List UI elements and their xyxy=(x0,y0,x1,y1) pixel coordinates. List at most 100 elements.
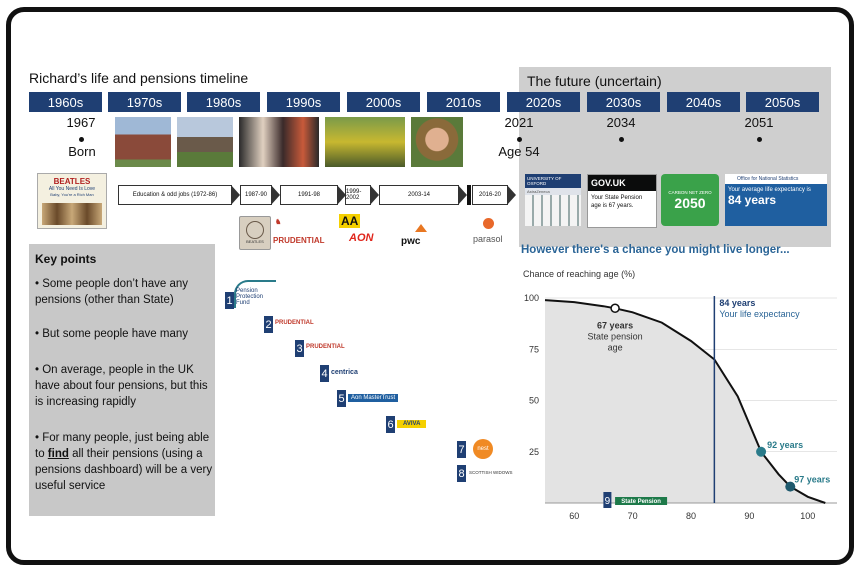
vials xyxy=(525,195,581,226)
prudential-logo: PRUDENTIAL xyxy=(273,236,325,245)
decade-1970s: 1970s xyxy=(108,92,181,112)
age-54-label: Age 54 xyxy=(498,144,540,159)
key-point-3: • On average, people in the UK have abou… xyxy=(35,364,208,408)
age-97-point xyxy=(785,481,796,492)
state-pension-age-sub-2: age xyxy=(608,342,623,352)
gap-marker xyxy=(467,185,471,205)
y-tick-label: 75 xyxy=(529,344,539,354)
pension-number-4: 4 xyxy=(320,365,329,382)
x-tick-label: 80 xyxy=(686,511,696,521)
govuk-card: GOV.UK Your State Pension age is 67 year… xyxy=(587,174,657,228)
pwc-mark-icon xyxy=(415,224,427,232)
year-1967: 1967 xyxy=(66,115,96,130)
key-point-4: • For many people, just being able to fi… xyxy=(35,432,213,492)
year-2034: 2034 xyxy=(606,115,636,130)
pension-logo-aviva: AVIVA xyxy=(397,420,427,428)
future-title: The future (uncertain) xyxy=(527,73,662,89)
pwc-logo: pwc xyxy=(401,236,421,247)
decade-2030s: 2030s xyxy=(587,92,660,112)
lion-icon: ♞ xyxy=(275,219,282,226)
pension-logo-prudential-1: PRUDENTIAL xyxy=(275,320,314,326)
decade-2000s: 2000s xyxy=(347,92,420,112)
marker-dot xyxy=(517,137,522,142)
arrow-head xyxy=(458,185,467,205)
decade-2050s: 2050s xyxy=(746,92,819,112)
y-axis-label: Chance of reaching age (%) xyxy=(523,269,636,279)
beatles-employer-logo: BEATLES xyxy=(239,216,271,250)
ppf-arc-icon xyxy=(234,280,276,308)
aon-logo: AON xyxy=(349,232,374,244)
decade-2020s: 2020s xyxy=(507,92,580,112)
x-tick-label: 100 xyxy=(800,511,815,521)
carbon-net-zero-badge: CARBON NET ZERO 2050 xyxy=(661,174,719,226)
album-line-3: Baby, You're a Rich Man xyxy=(50,192,94,197)
pension-number-5: 5 xyxy=(337,390,346,407)
key-points-heading: Key points xyxy=(35,252,97,266)
arrow-head xyxy=(271,185,280,205)
pension-logo-prudential-2: PRUDENTIAL xyxy=(306,344,345,350)
year-2051: 2051 xyxy=(744,115,774,130)
age-92-point xyxy=(756,446,767,457)
life-expectancy-value: 84 years xyxy=(728,193,777,207)
album-line-2: All You Need Is Love xyxy=(48,186,96,192)
arrow-head xyxy=(370,185,379,205)
pension-number-6: 6 xyxy=(386,416,395,433)
album-title: BEATLES xyxy=(53,177,91,186)
state-pension-age-point xyxy=(610,303,620,313)
x-tick-label: 70 xyxy=(628,511,638,521)
life-expectancy-text: Your average life expectancy is xyxy=(728,187,811,193)
pension-logo-ppf: Pension Protection Fund xyxy=(236,288,264,306)
page-title: Richard’s life and pensions timeline xyxy=(29,70,249,86)
chart-heading: However there's a chance you might live … xyxy=(521,244,790,256)
segment-1999-2002: 1999-2002 xyxy=(345,185,371,205)
decade-2040s: 2040s xyxy=(667,92,740,112)
pension-number-1: 1 xyxy=(225,292,234,309)
state-pension-age-sub-1: State pension xyxy=(588,331,643,341)
slide-frame: Richard’s life and pensions timeline The… xyxy=(6,7,854,565)
state-pension-logo-box xyxy=(615,497,668,505)
arrow-head xyxy=(231,185,240,205)
decade-1960s: 1960s xyxy=(29,92,102,112)
ons-logo: Office for National Statistics xyxy=(725,174,827,184)
key-points-panel: Key points • Some people don’t have any … xyxy=(29,244,215,516)
marker-dot xyxy=(79,137,84,142)
age-97-label: 97 years xyxy=(794,475,830,485)
age-92-label: 92 years xyxy=(767,440,803,450)
x-tick-label: 60 xyxy=(569,511,579,521)
segment-2003-14: 2003-14 xyxy=(379,185,459,205)
y-tick-label: 25 xyxy=(529,447,539,457)
carbon-year: 2050 xyxy=(674,194,706,211)
pension-number-2: 2 xyxy=(264,316,273,333)
segment-2016-20: 2016-20 xyxy=(472,185,508,205)
y-tick-label: 100 xyxy=(524,293,539,303)
arrow-head xyxy=(337,185,346,205)
x-tick-label: 90 xyxy=(744,511,754,521)
family-photo xyxy=(325,117,405,167)
state-pension-logo: State Pension xyxy=(621,499,661,505)
arrow-head xyxy=(507,185,516,205)
pension-logo-aon-mastertrust: Aon MasterTrust xyxy=(348,394,399,402)
year-2021: 2021 xyxy=(504,115,534,130)
oxford-vaccine-image: UNIVERSITY OF OXFORD AstraZeneca xyxy=(525,174,581,226)
pension-logo-centrica: centrica xyxy=(331,369,358,376)
pension-number-9-box xyxy=(603,492,612,508)
pension-number-9: 9 xyxy=(605,496,611,507)
y-tick-label: 50 xyxy=(529,396,539,406)
beatles-album-cover: BEATLES All You Need Is Love Baby, You'r… xyxy=(37,173,107,229)
ons-card: Office for National Statistics Your aver… xyxy=(725,174,827,226)
decade-1990s: 1990s xyxy=(267,92,340,112)
key-point-1: • Some people don’t have any pensions (o… xyxy=(35,278,189,306)
govuk-logo: GOV.UK xyxy=(588,175,656,191)
life-expectancy-label: 84 years xyxy=(719,298,755,308)
state-pension-age-label: 67 years xyxy=(597,320,633,330)
wedding-photo xyxy=(239,117,319,167)
marker-dot xyxy=(757,137,762,142)
parasol-logo: parasol xyxy=(473,234,503,244)
pension-logo-nest: nest xyxy=(473,439,493,459)
marker-dot xyxy=(619,137,624,142)
pension-logo-scottish-widows: SCOTTISH WIDOWS xyxy=(469,470,513,475)
area-fill xyxy=(545,300,826,503)
born-label: Born xyxy=(68,144,96,159)
band-photo xyxy=(42,203,102,225)
segment-1991-98: 1991-98 xyxy=(280,185,338,205)
